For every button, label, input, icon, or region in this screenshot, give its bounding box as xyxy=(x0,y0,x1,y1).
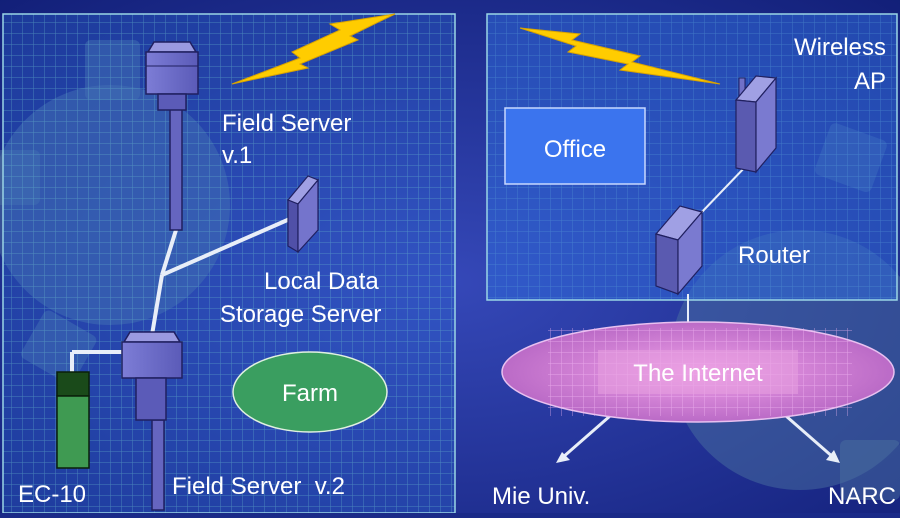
office-node xyxy=(504,107,646,185)
local-storage-server-device xyxy=(287,175,319,254)
wireless-ap-device xyxy=(734,75,778,174)
field-server-v1-version-label: v.1 xyxy=(222,142,252,169)
internet-label: The Internet xyxy=(633,360,763,387)
field-server-v1-device xyxy=(145,41,199,231)
local-storage-label-line2: Storage Server xyxy=(220,301,381,328)
lightning-bolt-icon xyxy=(519,27,721,85)
router-device xyxy=(654,205,704,296)
mie-univ-label: Mie Univ. xyxy=(492,483,590,510)
farm-area xyxy=(232,351,388,433)
narc-label: NARC xyxy=(828,483,896,510)
field-server-v2-device xyxy=(121,331,183,511)
office-network-cables xyxy=(687,163,749,324)
internet-cloud xyxy=(501,321,895,423)
farm-label: Farm xyxy=(282,380,338,407)
lightning-bolt-icon xyxy=(231,13,396,85)
farm-network-cables xyxy=(70,216,293,372)
internet-links xyxy=(556,414,840,463)
ec10-label: EC-10 xyxy=(18,481,86,508)
ec10-sensor-device xyxy=(56,371,90,469)
office-label: Office xyxy=(544,136,606,163)
wireless-ap-label-line1: Wireless xyxy=(794,34,886,61)
wireless-ap-label-line2: AP xyxy=(854,68,886,95)
field-server-v1-label: Field Server xyxy=(222,110,351,137)
router-label: Router xyxy=(738,242,810,269)
field-server-v2-label: Field Server v.2 xyxy=(172,473,345,500)
local-storage-label-line1: Local Data xyxy=(264,268,379,295)
